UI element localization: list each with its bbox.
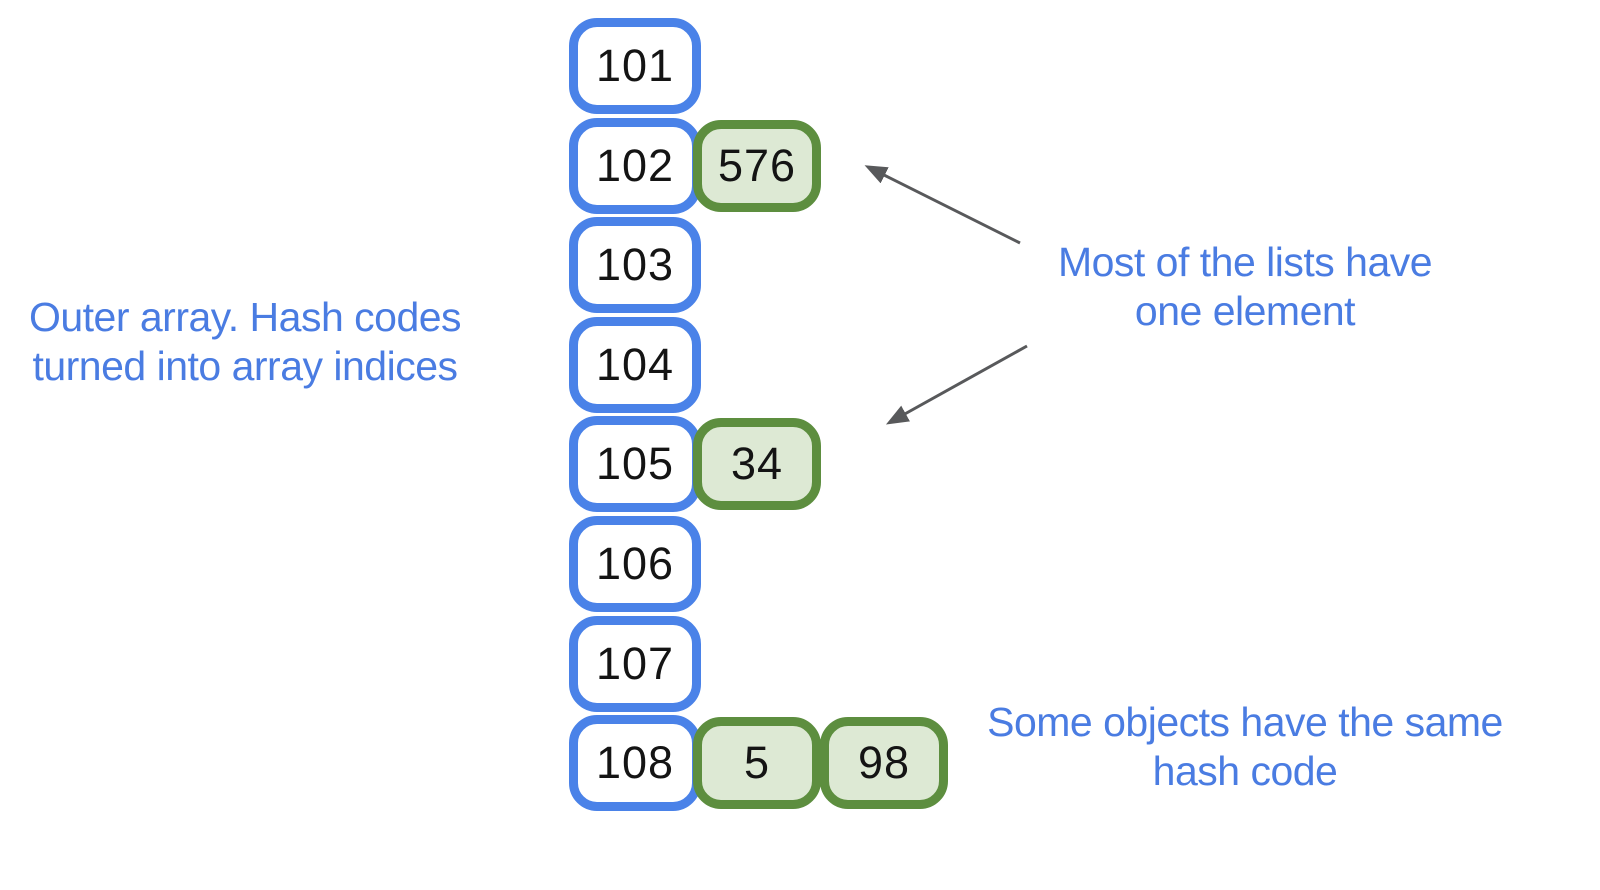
bucket-index-box-106: 106 bbox=[569, 516, 701, 612]
chain-value-box-34: 34 bbox=[693, 418, 821, 511]
bucket-index-box-103: 103 bbox=[569, 217, 701, 314]
chain-value-box-5: 5 bbox=[693, 717, 821, 810]
label-line: Some objects have the same bbox=[987, 699, 1503, 745]
arrow-to-value-576 bbox=[864, 165, 1021, 245]
label-line: Outer array. Hash codes bbox=[28, 294, 462, 340]
chain-value-box-98: 98 bbox=[820, 717, 948, 810]
bucket-index-box-102: 102 bbox=[569, 117, 701, 214]
label-line: hash code bbox=[1152, 748, 1338, 794]
label-line: turned into array indices bbox=[32, 343, 458, 389]
label-line: one element bbox=[1134, 288, 1356, 334]
outer-array-label: Outer array. Hash codes turned into arra… bbox=[10, 293, 480, 391]
label-line: Most of the lists have bbox=[1057, 239, 1433, 285]
bucket-index-box-101: 101 bbox=[569, 18, 701, 114]
arrow-to-value-34 bbox=[885, 344, 1028, 425]
bucket-index-box-104: 104 bbox=[569, 316, 701, 413]
bucket-index-box-107: 107 bbox=[569, 615, 701, 712]
bucket-index-box-105: 105 bbox=[569, 416, 701, 513]
single-element-label: Most of the lists have one element bbox=[1020, 238, 1470, 336]
chain-value-box-576: 576 bbox=[693, 119, 821, 212]
collision-label: Some objects have the same hash code bbox=[965, 698, 1525, 796]
bucket-index-box-108: 108 bbox=[569, 715, 701, 812]
